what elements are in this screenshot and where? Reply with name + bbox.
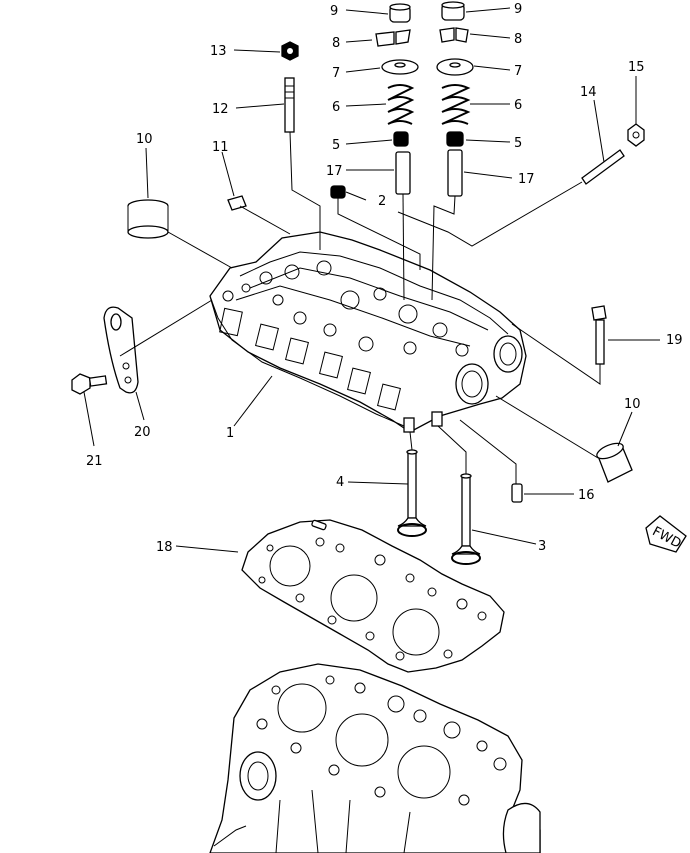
callout-10-left: 10: [136, 132, 153, 147]
cylinder-head: [209, 231, 527, 433]
callout-labels: 9 9 8 8 7 7 6 6 5 5 17 17 2 13 12 11 10 …: [86, 2, 683, 555]
expansion-plug-10-left: [127, 199, 169, 239]
callout-7-right: 7: [514, 64, 522, 79]
callout-9-right: 9: [514, 2, 522, 17]
expansion-plug-10-right: [596, 442, 633, 483]
callout-1: 1: [226, 426, 234, 441]
callout-16: 16: [578, 488, 595, 503]
valve-guide-right: [447, 149, 463, 197]
valve-guide-left: [395, 151, 411, 195]
valve-cap-right: [441, 1, 465, 21]
callout-8-left: 8: [332, 36, 340, 51]
valve-spring-right: [441, 84, 471, 125]
bolt-21: [71, 373, 108, 395]
valve-seal-left: [393, 131, 409, 147]
spring-retainer-right: [436, 58, 474, 76]
callout-9-left: 9: [330, 4, 338, 19]
callout-20: 20: [134, 425, 151, 440]
nut-13: [281, 41, 299, 61]
valve-spring-left: [387, 84, 415, 125]
callout-3: 3: [538, 539, 546, 554]
nut-15: [627, 123, 645, 147]
callout-8-right: 8: [514, 32, 522, 47]
leader-lines: [83, 7, 660, 553]
head-gasket: [241, 519, 505, 673]
lifting-bracket-20: [103, 306, 139, 394]
callout-10-right: 10: [624, 397, 641, 412]
callout-11: 11: [212, 140, 229, 155]
callout-13: 13: [210, 44, 227, 59]
bolt-19: [591, 305, 607, 365]
valve-seal-right: [446, 131, 464, 147]
exhaust-valve-3: [451, 473, 481, 565]
valve-cap-left: [389, 3, 411, 23]
fwd-arrow: FWD: [645, 515, 687, 553]
callout-12: 12: [212, 102, 229, 117]
callout-7-left: 7: [332, 66, 340, 81]
callout-2: 2: [378, 194, 386, 209]
pin-16: [511, 483, 523, 503]
callout-6-left: 6: [332, 100, 340, 115]
callout-19: 19: [666, 333, 683, 348]
callout-18: 18: [156, 540, 173, 555]
stud-12: [284, 77, 295, 133]
callout-14: 14: [580, 85, 597, 100]
callout-5-left: 5: [332, 138, 340, 153]
spring-retainer-left: [381, 59, 419, 75]
valve-keeper-right: [439, 27, 469, 43]
callout-4: 4: [336, 475, 344, 490]
intake-valve-4: [397, 449, 427, 537]
callout-17-left: 17: [326, 164, 343, 179]
callout-15: 15: [628, 60, 645, 75]
plug-2: [330, 185, 346, 199]
stud-14: [581, 149, 625, 185]
callout-17-right: 17: [518, 172, 535, 187]
callout-21: 21: [86, 454, 103, 469]
callout-5-right: 5: [514, 136, 522, 151]
cylinder-block: [209, 663, 541, 853]
valve-keeper-left: [375, 29, 411, 47]
callout-6-right: 6: [514, 98, 522, 113]
